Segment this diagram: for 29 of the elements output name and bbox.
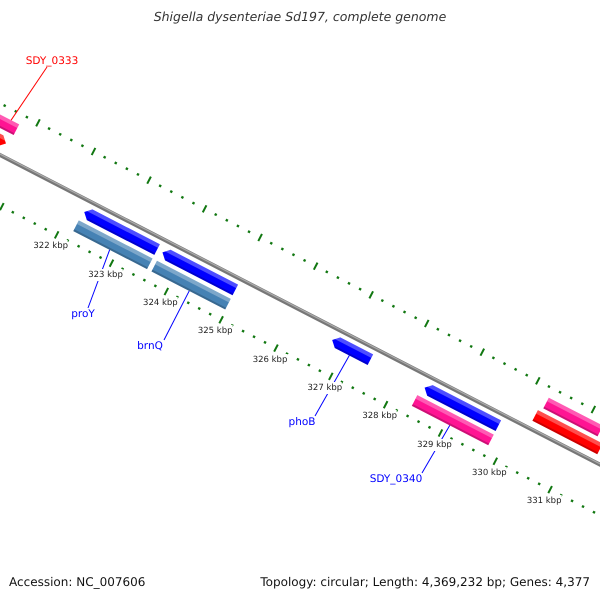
footer-text: Topology: circular; Length: 4,369,232 bp; Genes: 4,377 xyxy=(260,576,590,588)
tick-label: 327 kbp xyxy=(308,382,342,394)
gene-label: SDY_0340 xyxy=(370,473,422,485)
leader-line xyxy=(10,66,48,121)
gene-feature-bar xyxy=(332,336,374,365)
tick-label: 325 kbp xyxy=(198,325,232,338)
tick-label: 323 kbp xyxy=(88,268,123,281)
tick-label: 324 kbp xyxy=(143,297,178,310)
gene-label: proY xyxy=(71,308,95,320)
gene-feature-bar xyxy=(162,248,238,296)
gene-label: brnQ xyxy=(137,340,163,352)
tick-label: 330 kbp xyxy=(472,466,507,479)
tick-label: 328 kbp xyxy=(362,410,397,422)
tick-label: 329 kbp xyxy=(417,438,452,451)
leader-line xyxy=(164,290,190,340)
gene-feature-bar xyxy=(532,410,600,454)
tick-label: 322 kbp xyxy=(33,240,68,252)
footer-text: Accession: NC_007606 xyxy=(9,576,146,588)
title: Shigella dysenteriae Sd197, complete genome xyxy=(154,11,446,23)
gene-feature-bar xyxy=(543,398,600,436)
gene-feature-bar xyxy=(424,384,502,432)
tick-label: 326 kbp xyxy=(252,354,288,366)
gene-label: SDY_0333 xyxy=(26,55,78,67)
gene-feature-bar xyxy=(0,134,6,146)
gene-feature-bar xyxy=(73,220,153,270)
gene-feature-bar xyxy=(0,114,20,136)
tick-label: 331 kbp xyxy=(526,495,562,508)
gene-label: phoB xyxy=(288,416,316,428)
gene-feature-bar xyxy=(84,208,160,255)
